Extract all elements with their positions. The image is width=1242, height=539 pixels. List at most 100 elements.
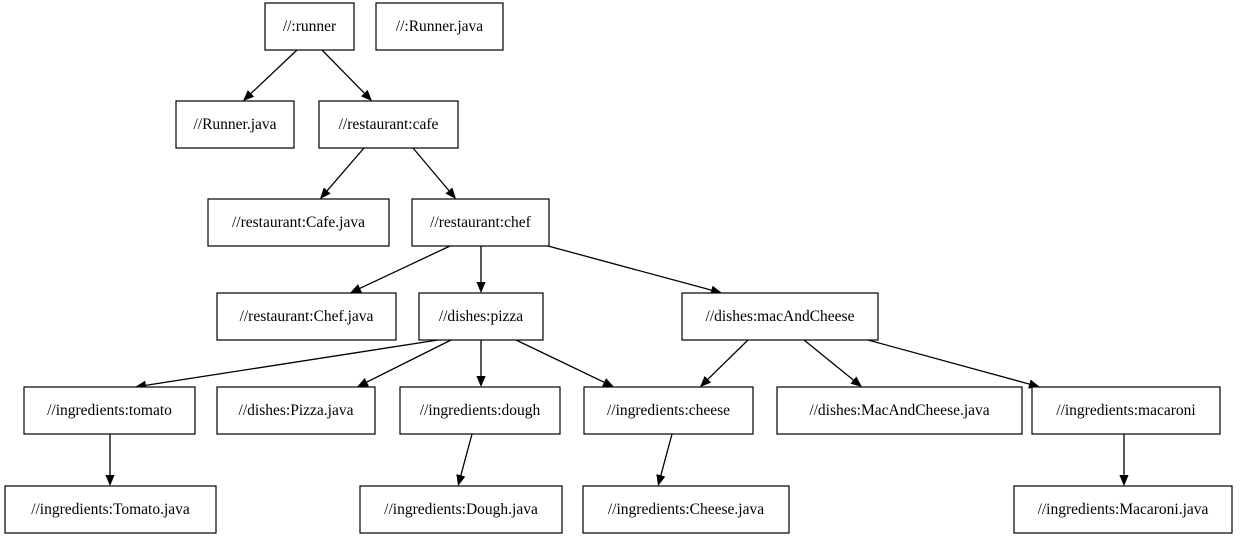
graph-node[interactable]: //ingredients:tomato (23, 386, 196, 435)
node-box[interactable] (207, 198, 390, 247)
edge-arrowhead (710, 285, 722, 295)
graph-node[interactable]: //ingredients:macaroni (1031, 386, 1221, 435)
graph-node[interactable]: //Runner.java (175, 100, 295, 149)
node-box[interactable] (582, 485, 790, 534)
graph-node[interactable]: //:runner (264, 2, 355, 51)
edge-line (547, 245, 714, 292)
graph-node[interactable]: //ingredients:Cheese.java (582, 485, 790, 534)
node-box[interactable] (411, 198, 550, 247)
edge-line (659, 433, 673, 478)
node-box[interactable] (359, 485, 563, 534)
edge-line (357, 245, 451, 290)
graph-node[interactable]: //restaurant:chef (411, 198, 550, 247)
graph-node[interactable]: //ingredients:cheese (583, 386, 754, 435)
graph-edge (476, 340, 486, 387)
node-label: //ingredients:Cheese.java (608, 501, 764, 518)
graph-node[interactable]: //ingredients:Macaroni.java (1013, 485, 1233, 534)
graph-edge (456, 433, 473, 486)
node-box[interactable] (175, 100, 295, 149)
edge-arrowhead (700, 376, 712, 387)
graph-edge (243, 49, 298, 101)
graph-node[interactable]: //restaurant:Cafe.java (207, 198, 390, 247)
graph-edge (135, 339, 439, 390)
node-box[interactable] (375, 2, 504, 51)
graph-edge (412, 147, 456, 199)
graph-edge (547, 245, 722, 295)
graph-node[interactable]: //restaurant:Chef.java (216, 292, 397, 341)
node-box[interactable] (216, 386, 376, 435)
graph-edge (867, 339, 1040, 389)
graph-edge (656, 433, 673, 486)
node-box[interactable] (681, 292, 879, 341)
node-label: //:Runner.java (396, 18, 484, 35)
graph-node[interactable]: //dishes:pizza (418, 292, 544, 341)
node-box[interactable] (23, 386, 196, 435)
node-label: //ingredients:Macaroni.java (1038, 501, 1209, 518)
graph-edge (476, 246, 486, 293)
node-label: //restaurant:Cafe.java (232, 214, 365, 231)
edge-line (459, 433, 473, 478)
node-label: //:runner (283, 18, 337, 35)
graph-node[interactable]: //dishes:macAndCheese (681, 292, 879, 341)
graph-edge (700, 339, 749, 387)
edge-arrowhead (456, 474, 466, 486)
node-label: //restaurant:cafe (339, 116, 439, 133)
edge-line (803, 339, 856, 382)
graph-node[interactable]: //ingredients:Tomato.java (4, 485, 217, 534)
node-label: //restaurant:chef (430, 214, 532, 231)
edge-arrowhead (850, 376, 862, 387)
node-label: //dishes:MacAndCheese.java (809, 402, 989, 419)
graph-node[interactable]: //restaurant:cafe (318, 100, 459, 149)
edge-line (867, 339, 1032, 386)
node-label: //dishes:pizza (439, 308, 523, 325)
edge-line (325, 147, 365, 193)
edge-arrowhead (476, 282, 486, 293)
node-label: //ingredients:Dough.java (384, 501, 538, 518)
graph-edge (105, 434, 115, 486)
graph-node[interactable]: //dishes:Pizza.java (216, 386, 376, 435)
node-label: //ingredients:macaroni (1056, 402, 1196, 419)
graph-edge (321, 49, 372, 101)
edge-arrowhead (320, 187, 331, 199)
graph-edge (350, 245, 451, 293)
graph-node[interactable]: //:Runner.java (375, 2, 504, 51)
node-label: //dishes:macAndCheese (706, 308, 855, 325)
edge-arrowhead (1028, 379, 1040, 389)
node-box[interactable] (418, 292, 544, 341)
node-box[interactable] (216, 292, 397, 341)
edge-arrowhead (1119, 475, 1129, 486)
edge-arrowhead (350, 284, 362, 293)
edge-line (143, 339, 439, 387)
node-box[interactable] (1031, 386, 1221, 435)
edge-line (412, 147, 451, 193)
node-box[interactable] (318, 100, 459, 149)
edge-arrowhead (105, 475, 115, 486)
node-box[interactable] (776, 386, 1023, 435)
node-label: //restaurant:Chef.java (240, 308, 374, 325)
node-box[interactable] (1013, 485, 1233, 534)
node-label: //dishes:Pizza.java (239, 402, 354, 419)
edge-line (515, 339, 607, 384)
edge-arrowhead (445, 187, 456, 199)
node-box[interactable] (264, 2, 355, 51)
graph-node[interactable]: //ingredients:dough (399, 386, 561, 435)
edge-line (321, 49, 367, 96)
edge-layer (105, 49, 1129, 486)
graph-node[interactable]: //dishes:MacAndCheese.java (776, 386, 1023, 435)
graph-edge (357, 339, 452, 387)
node-box[interactable] (4, 485, 217, 534)
node-box[interactable] (399, 386, 561, 435)
edge-arrowhead (602, 378, 614, 387)
graph-node[interactable]: //ingredients:Dough.java (359, 485, 563, 534)
edge-line (705, 339, 749, 382)
node-label: //ingredients:dough (420, 402, 541, 419)
node-box[interactable] (583, 386, 754, 435)
edge-arrowhead (243, 90, 255, 101)
graph-edge (515, 339, 614, 387)
node-label: //ingredients:tomato (47, 402, 172, 419)
edge-line (249, 49, 298, 96)
edge-arrowhead (476, 376, 486, 387)
edge-arrowhead (357, 377, 369, 387)
